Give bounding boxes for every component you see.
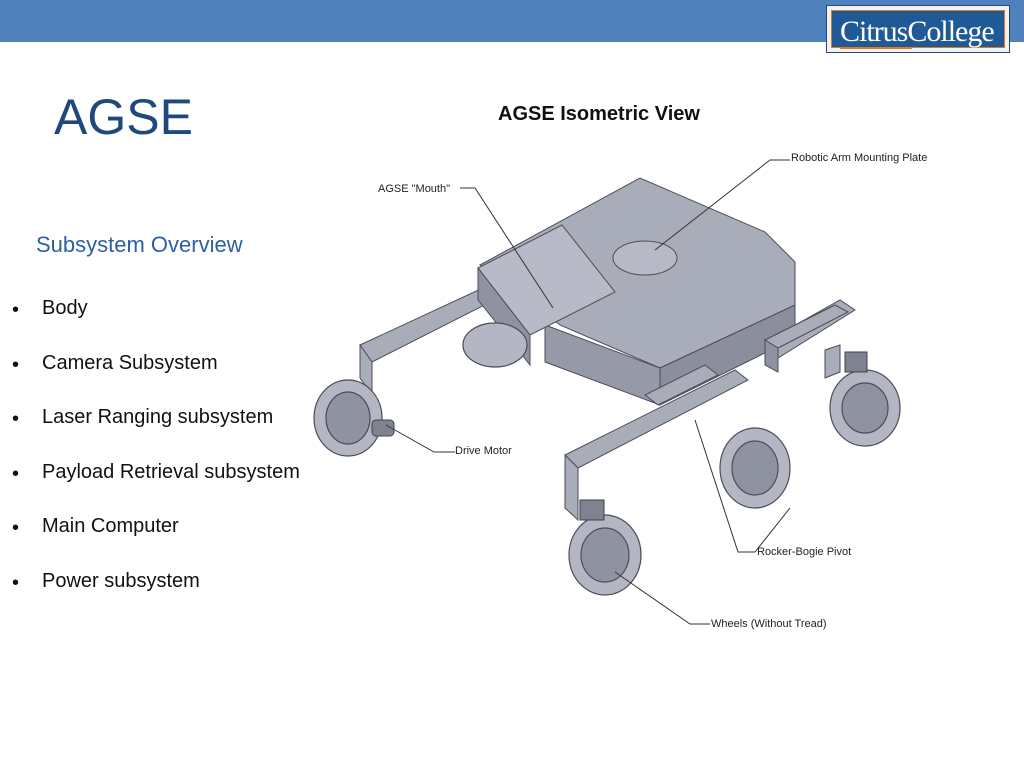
callout-wheels: Wheels (Without Tread) <box>711 618 827 630</box>
slide-subtitle: Subsystem Overview <box>36 232 243 257</box>
bullet-icon: • <box>12 571 20 594</box>
bullet-icon: • <box>12 299 20 321</box>
slide-title: AGSE <box>54 89 193 145</box>
callout-pivot: Rocker-Bogie Pivot <box>757 546 852 558</box>
figure-title: AGSE Isometric View <box>498 103 700 125</box>
callout-drive-motor: Drive Motor <box>455 445 512 457</box>
bullet-icon: • <box>12 517 20 540</box>
bullet-icon: • <box>12 353 20 376</box>
bullet-icon: • <box>12 462 20 485</box>
citrus-college-logo: CitrusCollege <box>826 5 1010 53</box>
callout-mounting-plate: Robotic Arm Mounting Plate <box>791 152 928 164</box>
bullet-icon: • <box>12 408 20 431</box>
callout-mouth: AGSE "Mouth" <box>378 183 451 195</box>
